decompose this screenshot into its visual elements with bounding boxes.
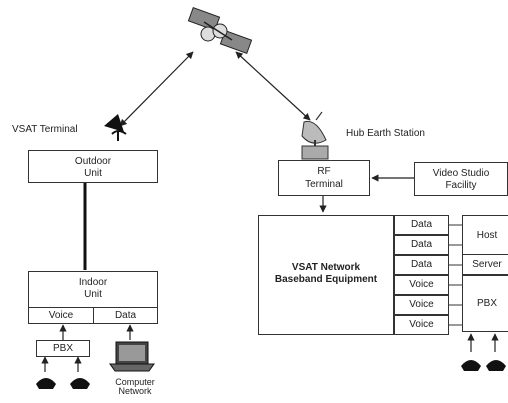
outdoor-unit: Outdoor Unit [28, 150, 158, 183]
server-label: Server [472, 259, 502, 270]
outdoor-unit-label: Outdoor [74, 156, 112, 167]
port-row: Data [394, 235, 449, 255]
hub-pbx-box: PBX [462, 275, 508, 332]
vsat-dish-icon [104, 114, 127, 141]
rf-terminal-label: RF [317, 166, 331, 177]
port-row: Data [394, 255, 449, 275]
port-row: Data [394, 215, 449, 235]
telephone-icon [461, 360, 506, 371]
port-row: Voice [394, 315, 449, 335]
video-studio-facility: Video Studio Facility [414, 162, 508, 196]
hub-pbx-label: PBX [476, 298, 497, 309]
computer-network-label: Computer Network [115, 377, 155, 396]
telephone-icon [36, 378, 90, 389]
port-row: Voice [394, 295, 449, 315]
host-box: Host [462, 215, 508, 255]
hub-earth-station-label: Hub Earth Station [346, 128, 425, 139]
baseband-equipment: VSAT Network Baseband Equipment [258, 215, 394, 335]
data-port: Data [93, 307, 158, 324]
indoor-unit-label: Indoor [78, 277, 108, 288]
hub-satellite-link [235, 51, 311, 121]
hub-dish-icon [301, 111, 329, 160]
vsat-satellite-link [119, 51, 194, 127]
laptop-icon [109, 341, 155, 372]
video-studio-label: Video Studio [432, 168, 490, 179]
satellite-icon [187, 6, 253, 55]
vsat-terminal-label: VSAT Terminal [12, 124, 78, 135]
port-row: Voice [394, 275, 449, 295]
server-box: Server [462, 254, 508, 275]
host-label: Host [476, 230, 498, 241]
pbx-box: PBX [36, 340, 90, 357]
baseband-label: VSAT Network [291, 262, 361, 273]
rf-terminal: RF Terminal [278, 160, 370, 196]
